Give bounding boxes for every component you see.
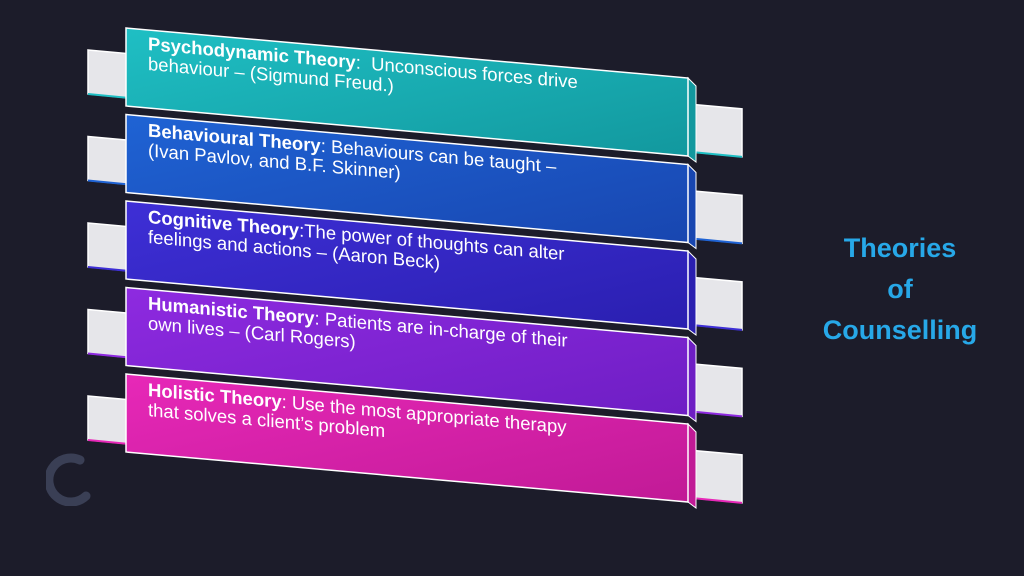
card-front-face <box>125 200 689 330</box>
card-side-face <box>687 249 697 337</box>
theory-card-5 <box>87 373 743 510</box>
card-front-face <box>125 27 689 157</box>
card-side-face <box>687 336 697 423</box>
theory-card-2 <box>87 113 743 250</box>
theory-card-1 <box>87 27 743 164</box>
card-side-face <box>687 163 697 250</box>
card-front-face <box>125 286 689 417</box>
separator: : <box>314 307 325 330</box>
card-front-face <box>125 113 689 244</box>
card-side-face <box>687 422 697 510</box>
theory-card-4 <box>87 286 743 423</box>
card-side-face <box>687 76 697 164</box>
title-line-3: Counselling <box>822 315 978 345</box>
card-front-face <box>125 373 689 503</box>
diagram-title: Theories of Counselling <box>790 228 1010 351</box>
separator: : <box>355 51 372 74</box>
title-line-1: Theories <box>843 233 957 263</box>
theory-card-3 <box>87 200 743 337</box>
watermark-logo-icon <box>46 453 91 506</box>
separator: : <box>320 134 331 157</box>
title-line-2: of <box>887 274 913 304</box>
separator: : <box>281 390 292 413</box>
